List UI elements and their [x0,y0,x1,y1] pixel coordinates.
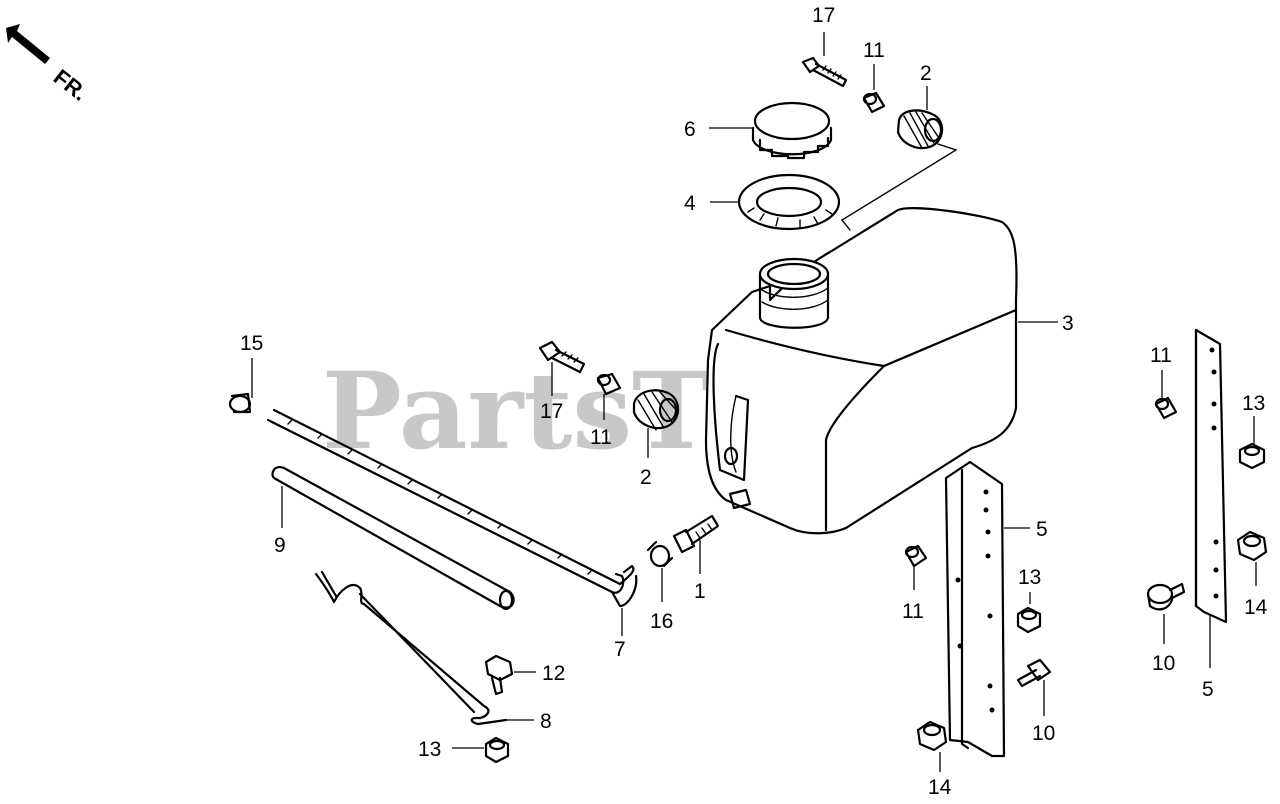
callout-14-right: 14 [1244,596,1268,619]
front-direction-label: FR. [49,64,92,106]
callout-11-top: 11 [863,39,885,62]
callout-12: 12 [542,662,565,685]
callout-14-bottom: 14 [928,776,952,799]
callout-6: 6 [684,118,696,141]
grommet-11-lower: 11 [902,544,928,623]
nut-13-middle: 13 [1016,566,1041,634]
bolt-12: 12 [484,654,565,696]
callout-10-right: 10 [1152,652,1175,675]
bracket-5-rear: 5 [1194,328,1228,701]
hose-clip-15: 15 [228,332,263,414]
fuel-hose-7: 7 [266,408,638,661]
callout-7: 7 [614,638,626,661]
callout-5-rear: 5 [1202,678,1214,701]
nut-14-bottom: 14 [916,720,952,799]
callout-15: 15 [240,332,263,355]
fuel-cap-6: 6 [684,101,833,160]
callout-2-top: 2 [920,62,932,85]
grommet-11-middle: 11 [590,372,622,449]
nut-14-right: 14 [1236,530,1268,619]
bolt-10-middle: 10 [1016,658,1055,745]
callout-2-middle: 2 [640,466,652,489]
bolt-1: 1 [672,514,720,603]
callout-13-bottom-left: 13 [418,738,441,761]
bolt-17-top: 17 [801,4,848,88]
nut-13-bottom-left: 13 [418,736,510,764]
gasket-4: 4 [684,173,841,231]
callout-10-middle: 10 [1032,722,1055,745]
bushing-2-middle: 2 [632,389,680,489]
fuel-hose-9: 9 [271,466,515,611]
callout-11-middle: 11 [590,426,612,449]
callout-3: 3 [1062,312,1074,335]
callout-5-front: 5 [1036,518,1048,541]
callout-13-right: 13 [1242,392,1265,415]
hose-clamp-16: 16 [646,540,673,633]
callout-11-lower: 11 [902,600,924,623]
bolt-17-middle: 17 [538,340,586,423]
callout-13-middle: 13 [1018,566,1041,589]
callout-9: 9 [274,534,286,557]
callout-1: 1 [694,580,706,603]
front-direction-arrow-icon: FR. [6,24,92,106]
fuel-tank-3: 3 [704,207,1074,535]
callout-17-top: 17 [812,4,835,27]
callout-4: 4 [684,192,696,215]
callout-17-middle: 17 [540,400,563,423]
callout-11-right: 11 [1150,344,1172,367]
bracket-5-front: 5 [944,460,1048,758]
nut-13-right: 13 [1238,392,1265,470]
grommet-11-right: 11 [1150,344,1178,420]
grommet-11-top: 11 [862,39,886,114]
callout-16: 16 [650,610,673,633]
wire-retainer-8: 8 [314,570,552,733]
callout-8: 8 [540,710,552,733]
bushing-2-top: 2 [840,62,958,231]
bolt-10-right: 10 [1146,582,1186,675]
